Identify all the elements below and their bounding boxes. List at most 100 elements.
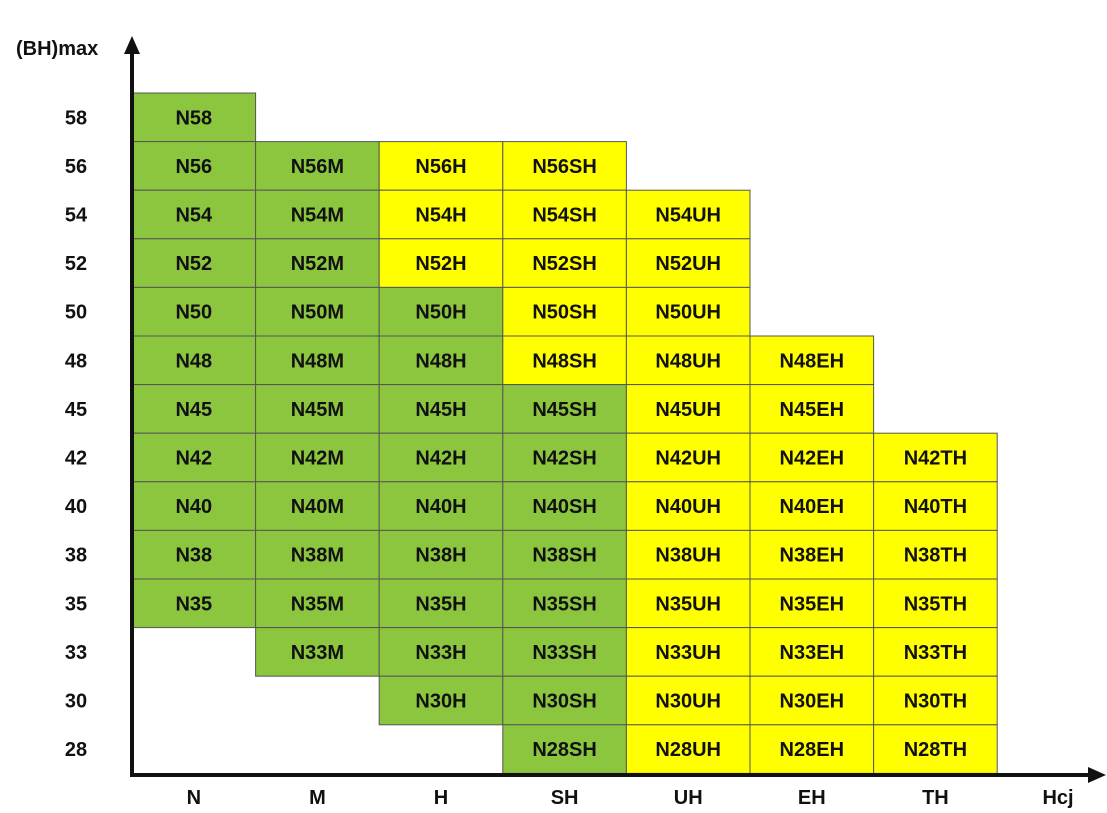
grade-cell-bg <box>625 481 751 531</box>
grade-label: N56SH <box>532 156 596 178</box>
y-tick-label: 30 <box>65 691 87 713</box>
grade-cell-bg <box>131 189 257 240</box>
grade-cell-bg <box>625 724 751 774</box>
grade-label: N54 <box>175 205 213 227</box>
grade-cell-bg <box>625 432 751 483</box>
grade-label: N30H <box>415 691 466 713</box>
grade-cell-bg <box>378 335 504 386</box>
grade-cell-n38: N38 <box>131 529 257 580</box>
grade-cell-n30sh: N30SH <box>502 675 627 726</box>
grade-cell-bg <box>255 627 380 677</box>
grade-cell-n42h: N42H <box>378 432 504 483</box>
grade-cell-n52h: N52H <box>378 238 504 288</box>
grade-cell-bg <box>625 286 751 337</box>
grade-label: N38SH <box>532 545 596 567</box>
grade-cell-n30uh: N30UH <box>625 675 751 726</box>
grade-cell-n52uh: N52UH <box>625 238 751 288</box>
grade-cell-n42th: N42TH <box>873 432 998 483</box>
grade-cell-n35eh: N35EH <box>749 578 875 629</box>
grade-label: N35H <box>415 593 466 615</box>
grade-label: N33UH <box>655 642 721 664</box>
grade-cell-bg <box>255 335 380 386</box>
grade-cell-n42eh: N42EH <box>749 432 875 483</box>
y-tick-label: 52 <box>65 253 87 275</box>
grade-label: N52H <box>415 253 466 275</box>
grade-label: N42SH <box>532 448 596 470</box>
grade-cell-n48h: N48H <box>378 335 504 386</box>
y-tick-label: 48 <box>65 350 87 372</box>
grade-label: N45EH <box>780 399 844 421</box>
grade-cell-n30th: N30TH <box>873 675 998 726</box>
grade-cell-n45: N45 <box>131 384 257 434</box>
grade-cell-bg <box>625 335 751 386</box>
grade-label: N52 <box>175 253 212 275</box>
grade-label: N50M <box>291 302 344 324</box>
grade-label: N40 <box>175 496 212 518</box>
y-axis-arrow-icon <box>124 36 140 54</box>
grade-cell-n28uh: N28UH <box>625 724 751 774</box>
x-tick-label: EH <box>798 787 826 809</box>
grade-cell-n50m: N50M <box>255 286 380 337</box>
x-axis-title: Hcj <box>1042 787 1073 809</box>
grade-cell-n33m: N33M <box>255 627 380 677</box>
grade-cell-bg <box>873 432 998 483</box>
grade-label: N52M <box>291 253 344 275</box>
grade-label: N38H <box>415 545 466 567</box>
grade-cell-n40uh: N40UH <box>625 481 751 531</box>
grade-label: N42 <box>175 448 212 470</box>
grade-cell-n52: N52 <box>131 238 257 288</box>
grade-label: N33TH <box>904 642 967 664</box>
grade-label: N50UH <box>655 302 721 324</box>
grade-cell-bg <box>502 141 627 191</box>
grade-cell-n40sh: N40SH <box>502 481 627 531</box>
grade-label: N45M <box>291 399 344 421</box>
grade-label: N33EH <box>780 642 844 664</box>
grade-cell-bg <box>502 189 627 240</box>
grade-cell-n54m: N54M <box>255 189 380 240</box>
grade-label: N35M <box>291 593 344 615</box>
grade-cell-n33eh: N33EH <box>749 627 875 677</box>
y-tick-label: 40 <box>65 496 87 518</box>
grade-cell-bg <box>749 384 875 434</box>
grade-cell-n35: N35 <box>131 578 257 629</box>
grade-cell-bg <box>378 529 504 580</box>
grade-label: N48SH <box>532 350 596 372</box>
grade-cell-bg <box>502 675 627 726</box>
grade-cell-bg <box>255 481 380 531</box>
grade-label: N56 <box>175 156 212 178</box>
grade-cell-n35sh: N35SH <box>502 578 627 629</box>
grade-cell-bg <box>255 384 380 434</box>
x-tick-label: TH <box>922 787 949 809</box>
grade-cell-bg <box>873 724 998 774</box>
grade-cell-n28sh: N28SH <box>502 724 627 774</box>
grade-cell-n45uh: N45UH <box>625 384 751 434</box>
grade-cell-bg <box>502 724 627 774</box>
grade-label: N48M <box>291 350 344 372</box>
grade-cell-n54h: N54H <box>378 189 504 240</box>
grade-cell-bg <box>502 384 627 434</box>
grade-cell-n54: N54 <box>131 189 257 240</box>
grade-cell-n33h: N33H <box>378 627 504 677</box>
grade-cell-bg <box>255 238 380 288</box>
grade-cell-n40m: N40M <box>255 481 380 531</box>
grade-cell-bg <box>255 141 380 191</box>
grade-label: N48H <box>415 350 466 372</box>
grade-cell-n52m: N52M <box>255 238 380 288</box>
grade-cell-bg <box>749 627 875 677</box>
x-tick-label: N <box>187 787 201 809</box>
grade-label: N40UH <box>655 496 721 518</box>
grade-cell-n56h: N56H <box>378 141 504 191</box>
grade-cell-n48m: N48M <box>255 335 380 386</box>
grade-cell-n40th: N40TH <box>873 481 998 531</box>
grade-label: N58 <box>175 107 212 129</box>
grade-cell-n38uh: N38UH <box>625 529 751 580</box>
y-tick-label: 50 <box>65 302 87 324</box>
grade-cell-bg <box>255 578 380 629</box>
grade-label: N33H <box>415 642 466 664</box>
grade-label: N48UH <box>655 350 721 372</box>
grade-label: N45UH <box>655 399 721 421</box>
grade-label: N38TH <box>904 545 967 567</box>
grade-cell-n50: N50 <box>131 286 257 337</box>
grade-cell-n54uh: N54UH <box>625 189 751 240</box>
